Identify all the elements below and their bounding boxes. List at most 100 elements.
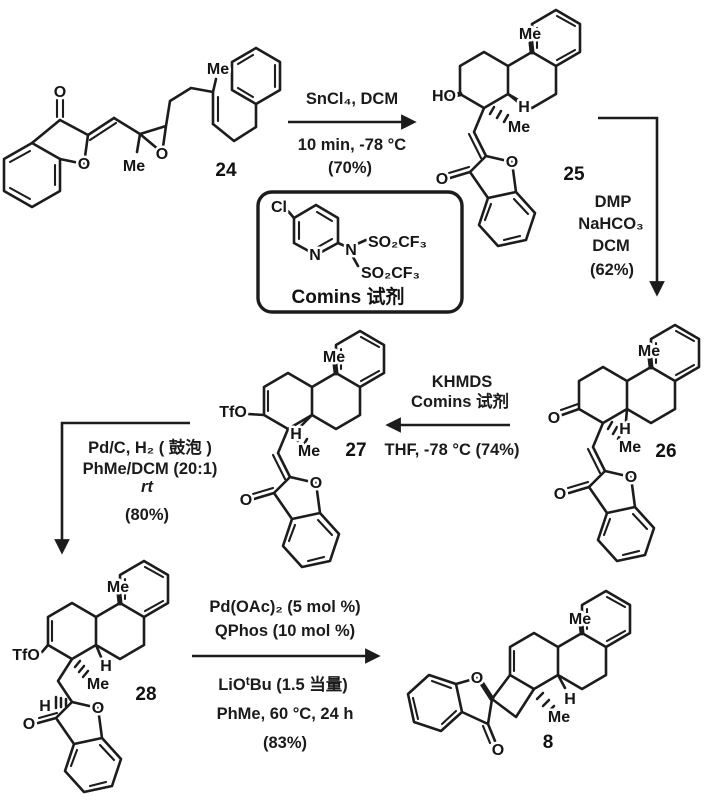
tricyclic-core xyxy=(508,589,632,691)
atom-label-quat-me: Me xyxy=(87,676,109,693)
atom-label-h: H xyxy=(290,426,302,443)
ketone-second-line xyxy=(481,724,492,745)
benzofuranone-aromatic-inner xyxy=(287,518,334,563)
arrow-elbow-down xyxy=(54,421,190,555)
fusion-h-bond xyxy=(556,673,567,690)
ketone-second-line xyxy=(447,165,471,175)
me-wedge-bond xyxy=(116,591,123,606)
reagent-box-border xyxy=(256,190,464,314)
atom-label-ring-o: O xyxy=(625,469,637,486)
reaction-arrow-step1: SnCl₄, DCM 10 min, -78 °C (70%) xyxy=(288,90,417,177)
atom-label-h: H xyxy=(100,658,112,675)
atom-label-top-me: Me xyxy=(569,611,591,628)
benzofuranone-aromatic-inner xyxy=(602,512,649,557)
reagent-text: Comins 试剂 xyxy=(411,391,509,411)
vinyl-link xyxy=(276,427,292,479)
ketone-second-line xyxy=(251,486,275,496)
condition-text: PhMe, 60 °C, 24 h xyxy=(217,705,354,723)
yield-text: (83%) xyxy=(263,734,307,752)
ketone-second-line-2 xyxy=(566,480,590,490)
c2-h-hashed-wedge xyxy=(54,695,68,710)
exocyclic-alkene-second-line xyxy=(88,121,118,142)
atom-label-cl: Cl xyxy=(271,199,287,216)
atom-label-ring-o: O xyxy=(471,670,483,687)
ketone-bond xyxy=(36,716,58,725)
condition-text: rt xyxy=(141,478,154,496)
yield-text: (70%) xyxy=(328,159,372,177)
aromatic-inner-lines xyxy=(339,335,381,383)
atom-label-tfo: TfO xyxy=(12,647,40,664)
yield-text: (62%) xyxy=(590,261,634,279)
me-wedge-bond xyxy=(578,621,585,636)
triflate-bond xyxy=(246,412,266,417)
ketone-bond-2 xyxy=(567,485,591,495)
reagent-text: Pd/C, H₂ ( 鼓泡 ) xyxy=(88,437,212,457)
reaction-arrow-step2: DMP NaHCO₃ DCM (62%) xyxy=(578,116,665,297)
me-wedge-bond xyxy=(332,361,339,376)
atom-label-ring-o: O xyxy=(506,154,518,171)
tricyclic-core xyxy=(46,559,170,661)
benzofuranone-ring xyxy=(272,475,341,569)
compound-number-27: 27 xyxy=(345,440,366,461)
reagent-text: DCM xyxy=(592,237,630,255)
vinyl-double-line xyxy=(271,453,287,481)
me-hashed-wedge xyxy=(291,427,309,448)
yield-text: (80%) xyxy=(125,506,169,524)
compound-number-8: 8 xyxy=(543,732,554,753)
compound-number-28: 28 xyxy=(135,684,156,705)
reaction-arrow-step5: Pd(OAc)₂ (5 mol %) QPhos (10 mol %) LiOt… xyxy=(192,598,381,752)
arrow-elbow-down xyxy=(598,116,665,297)
atom-label-ho: HO xyxy=(432,88,456,105)
ketone-bond xyxy=(486,722,497,743)
reagent-text: PhMe/DCM (20:1) xyxy=(83,460,218,478)
benzofuranone-aromatic-inner xyxy=(411,679,458,726)
atom-label-ketone-a-o: O xyxy=(548,410,560,427)
me-hashed-wedge xyxy=(535,691,556,714)
atom-label-h: H xyxy=(619,421,631,438)
atom-label-top-me: Me xyxy=(638,343,660,360)
benzofuranone-ring xyxy=(406,673,494,733)
condition-text: 10 min, -78 °C xyxy=(298,136,406,154)
structure-compound-28: TfO Me H Me H O O 28 xyxy=(10,559,170,794)
tricyclic-core xyxy=(458,8,582,110)
me-hashed-wedge xyxy=(606,420,624,441)
tricyclic-core xyxy=(577,323,701,425)
ketone-bond xyxy=(448,170,472,180)
atom-label-epoxide-me: Me xyxy=(123,158,145,175)
compound-number-24: 24 xyxy=(215,160,237,181)
aromatic-inner-lines xyxy=(535,14,577,62)
atom-label-ring-o: O xyxy=(310,475,322,492)
vinyl-double-line xyxy=(586,447,602,475)
atom-label-h: H xyxy=(564,691,576,708)
vinyl-link xyxy=(472,106,488,158)
benzofuranone-aromatic-inner xyxy=(69,743,116,788)
vinyl-double-line xyxy=(467,132,483,160)
atom-label-triflyl-1: SO₂CF₃ xyxy=(368,234,427,251)
furanone-ring xyxy=(30,118,90,166)
aromatic-inner-lines xyxy=(8,149,57,201)
atom-label-ring-n: N xyxy=(309,247,321,264)
ho-wedge-bond xyxy=(449,91,463,99)
structure-compound-8: Me H Me O O 8 xyxy=(406,589,632,762)
atom-label-chain-me: Me xyxy=(207,61,229,78)
reagent-text: QPhos (10 mol %) xyxy=(215,622,355,640)
reaction-arrow-step3: KHMDS Comins 试剂 THF, -78 °C (74%) xyxy=(385,373,520,459)
atom-label-tfo: TfO xyxy=(219,404,247,421)
atom-label-ketone-o: O xyxy=(492,742,504,759)
structure-compound-26: Me O H Me O O 26 xyxy=(545,323,701,563)
benzofuranone-benzene-ring xyxy=(2,141,62,209)
reagent-text: SnCl₄, DCM xyxy=(306,90,398,108)
ketone-bond xyxy=(560,407,581,417)
me-wedge-bond xyxy=(647,355,654,370)
atom-label-ketone-o: O xyxy=(554,486,566,503)
atom-label-h: H xyxy=(518,99,530,116)
benzofuranone-ring xyxy=(468,154,537,248)
reagent-text: NaHCO₃ xyxy=(578,215,643,233)
atom-label-ketone-o: O xyxy=(23,716,35,733)
aromatic-inner-lines xyxy=(585,595,627,643)
phenyl-ring xyxy=(230,46,282,106)
fusion-h-bond xyxy=(299,413,314,428)
reagent-text: DMP xyxy=(595,193,632,211)
atom-label-top-me: Me xyxy=(519,26,541,43)
